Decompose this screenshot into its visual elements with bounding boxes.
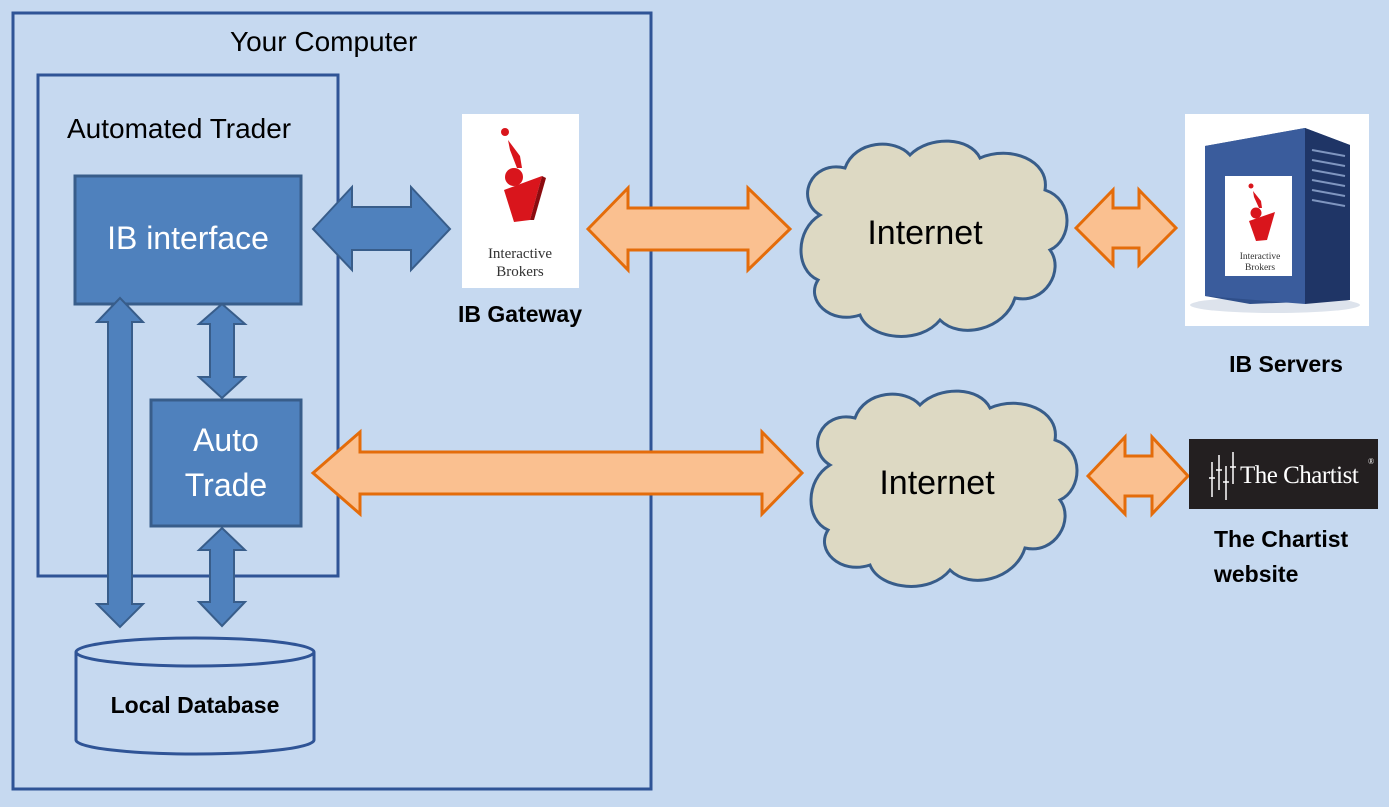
ib-server-logo-mark-icon bbox=[1248, 183, 1275, 241]
auto-trade-internet-arrow bbox=[310, 428, 805, 518]
internet-top-label: Internet bbox=[867, 214, 983, 252]
ib-server-logo-line1: Interactive bbox=[1240, 252, 1281, 262]
ib-interface-box bbox=[73, 174, 303, 306]
internet-cloud-bottom bbox=[809, 389, 1079, 588]
ib-gateway-label: IB Gateway bbox=[458, 301, 582, 327]
chartist-logo-mark: ® bbox=[1368, 457, 1374, 466]
your-computer-frame bbox=[11, 11, 653, 791]
server-vent-icon bbox=[1311, 149, 1346, 207]
chartist-website-line1-label: The Chartist bbox=[1214, 526, 1349, 552]
gateway-internet-arrow bbox=[585, 184, 793, 274]
chartist-logo: The Chartist ® bbox=[1189, 439, 1378, 509]
ib-interface-label: IB interface bbox=[107, 220, 269, 256]
ib-logo-mark-icon bbox=[501, 128, 546, 222]
auto-trade-line1-label: Auto bbox=[193, 422, 259, 458]
ib-server-image: Interactive Brokers bbox=[1185, 114, 1369, 326]
auto-trade-line2-label: Trade bbox=[184, 467, 268, 503]
local-database-cylinder bbox=[74, 636, 316, 756]
automated-trader-label: Automated Trader bbox=[67, 113, 292, 144]
ib-interface-auto-trade-arrow bbox=[196, 302, 248, 400]
auto-trade-database-arrow bbox=[196, 526, 248, 628]
local-database-label: Local Database bbox=[110, 692, 280, 718]
ib-gateway-logo-line2: Brokers bbox=[496, 264, 544, 280]
internet-chartist-arrow bbox=[1085, 433, 1191, 518]
auto-trade-box bbox=[149, 398, 303, 528]
chartist-logo-text: The Chartist bbox=[1240, 462, 1359, 489]
internet-servers-arrow bbox=[1073, 186, 1179, 269]
internet-cloud-top bbox=[799, 139, 1069, 338]
chartist-website-line2-label: website bbox=[1214, 561, 1299, 587]
ib-interface-database-arrow bbox=[94, 296, 146, 629]
ib-server-logo-line2: Brokers bbox=[1245, 263, 1275, 273]
ib-gateway-logo-line1: Interactive bbox=[488, 246, 552, 262]
ib-interface-gateway-arrow bbox=[311, 184, 452, 273]
internet-bottom-label: Internet bbox=[879, 464, 995, 502]
chartist-candles-icon bbox=[1209, 452, 1236, 500]
automated-trader-frame bbox=[36, 73, 340, 578]
ib-gateway-logo: Interactive Brokers bbox=[462, 114, 579, 288]
ib-servers-label: IB Servers bbox=[1229, 351, 1343, 377]
your-computer-label: Your Computer bbox=[230, 26, 418, 57]
